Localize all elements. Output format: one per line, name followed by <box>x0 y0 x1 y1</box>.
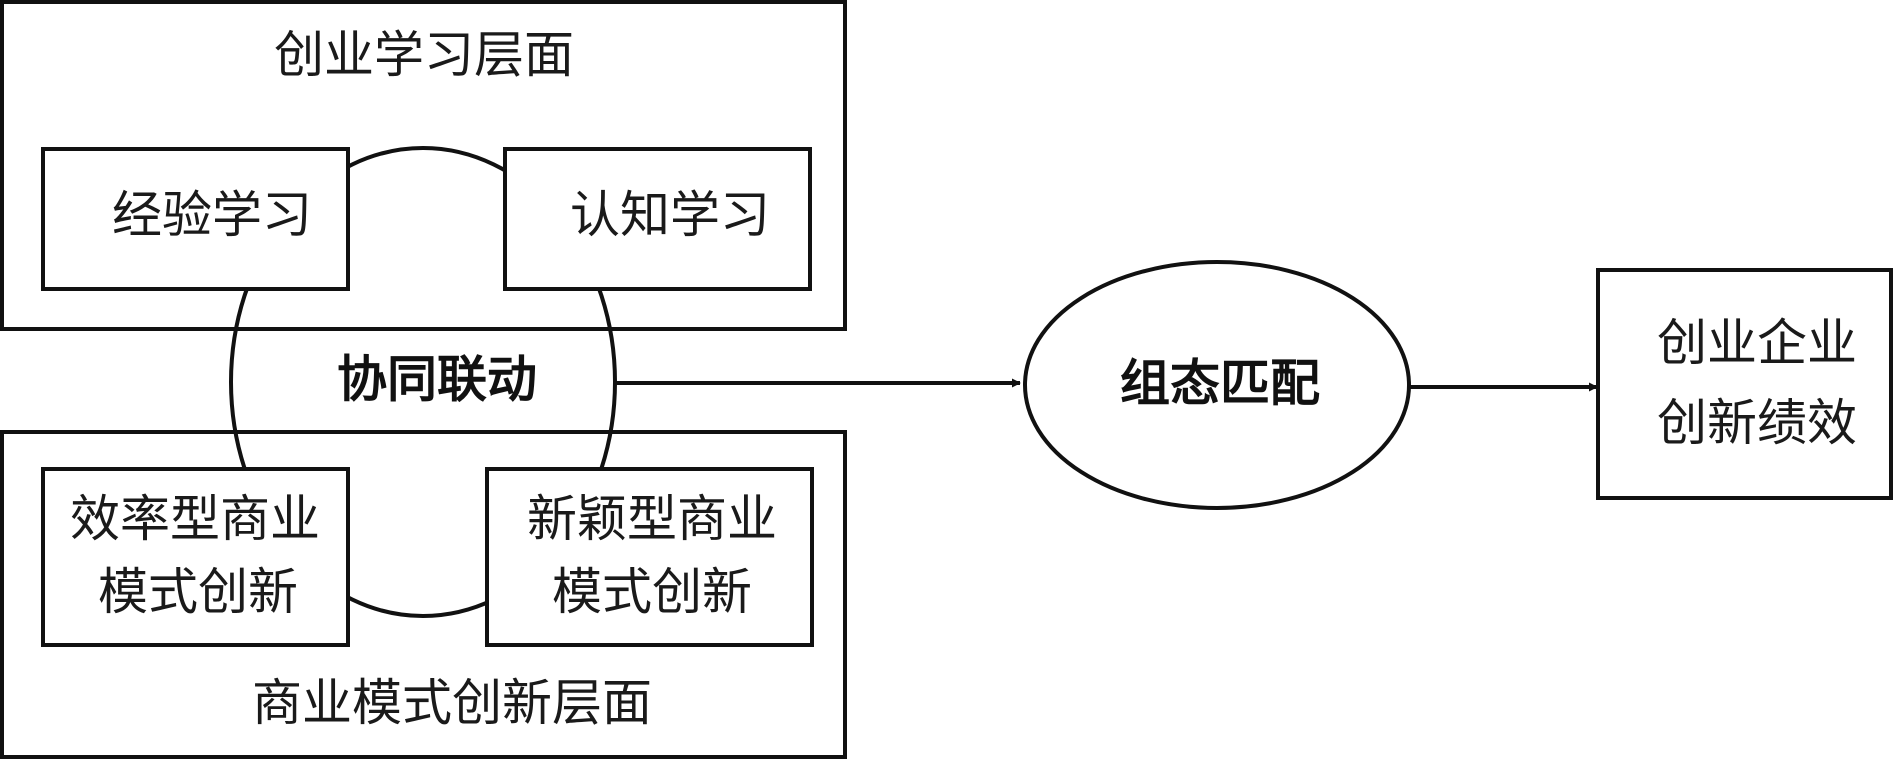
efficiency-bmi-label-line1: 效率型商业 <box>70 490 320 548</box>
configuration-label: 组态匹配 <box>1120 355 1320 413</box>
outcome-box <box>1596 268 1893 500</box>
experiential-learning-box <box>41 147 350 291</box>
experiential-learning-label: 经验学习 <box>112 186 312 244</box>
learning-level-title: 创业学习层面 <box>274 26 574 84</box>
bmi-level-title: 商业模式创新层面 <box>252 674 652 732</box>
outcome-label-line2: 创新绩效 <box>1657 394 1857 452</box>
novelty-bmi-label-line2: 模式创新 <box>552 563 752 621</box>
bmi-level-box <box>0 430 847 759</box>
synergy-label: 协同联动 <box>337 351 537 409</box>
efficiency-bmi-label-line2: 模式创新 <box>98 563 298 621</box>
cognitive-learning-box <box>503 147 812 291</box>
novelty-bmi-box <box>485 467 814 647</box>
cognitive-learning-label: 认知学习 <box>570 186 770 244</box>
outcome-label-line1: 创业企业 <box>1657 314 1857 372</box>
novelty-bmi-label-line1: 新颖型商业 <box>527 490 777 548</box>
learning-level-box <box>0 0 847 331</box>
efficiency-bmi-box <box>41 467 350 647</box>
